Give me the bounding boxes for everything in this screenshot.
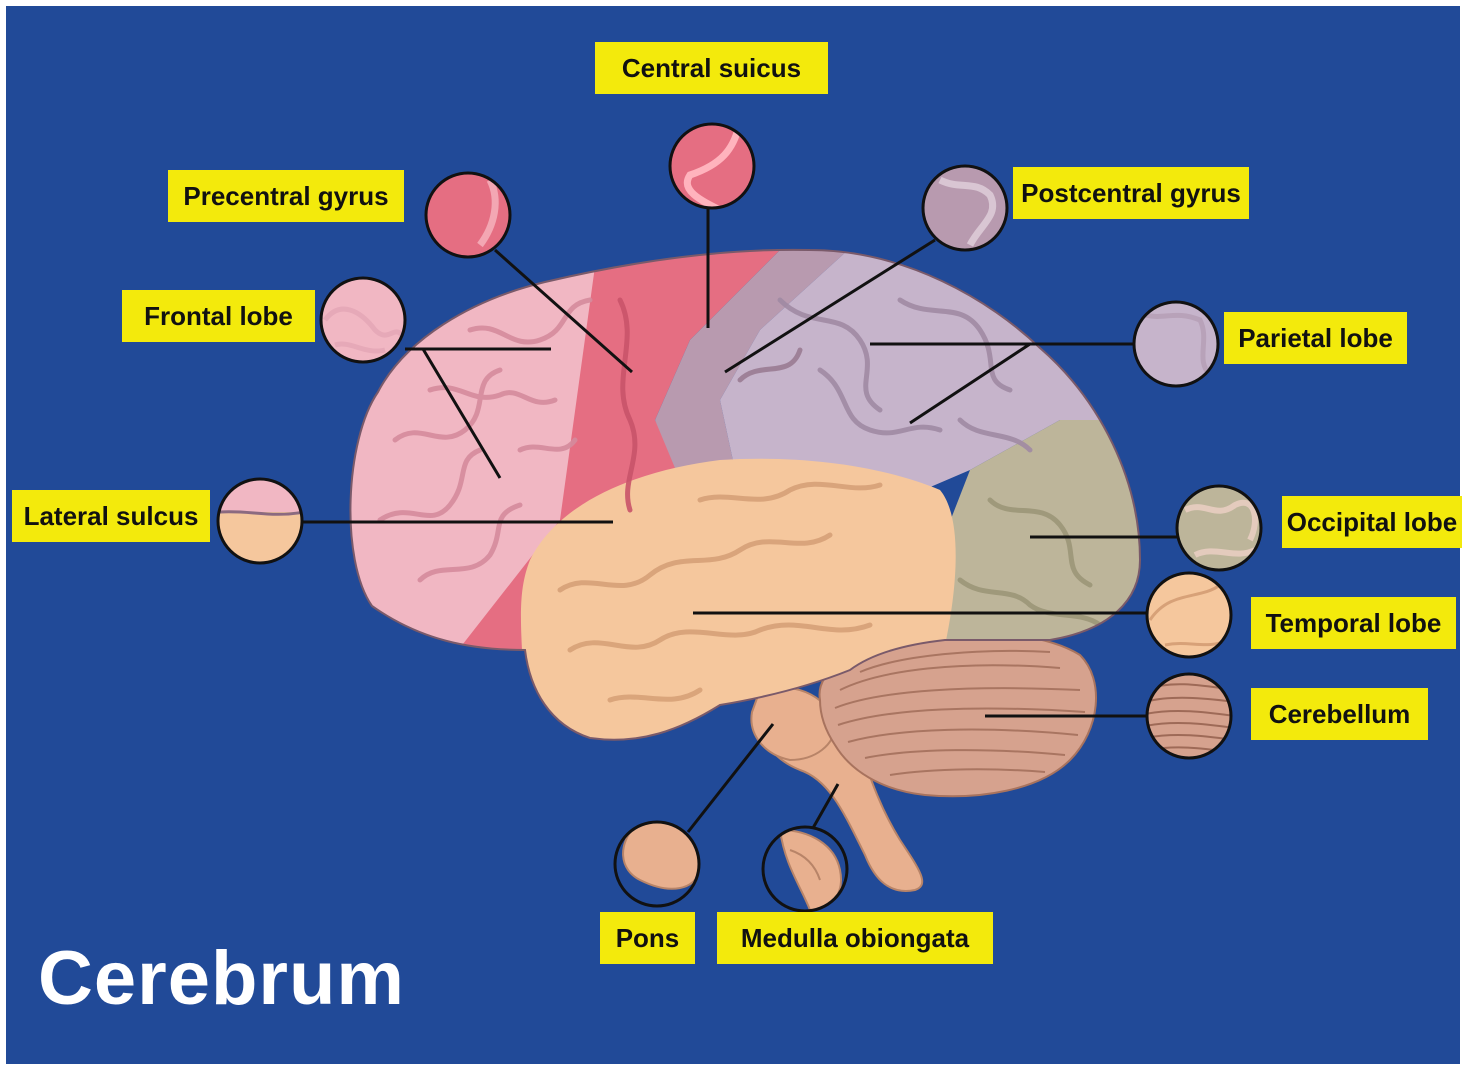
temporal-region bbox=[520, 458, 956, 740]
cerebrum bbox=[350, 249, 1140, 740]
magnifier-medulla-oblongata bbox=[761, 825, 849, 913]
label-frontal-lobe: Frontal lobe bbox=[122, 290, 315, 342]
label-pons: Pons bbox=[600, 912, 695, 964]
leader-pons bbox=[686, 723, 775, 833]
label-occipital-lobe: Occipital lobe bbox=[1282, 496, 1462, 548]
magnifier-frontal-lobe bbox=[319, 276, 407, 364]
label-parietal-lobe: Parietal lobe bbox=[1224, 312, 1407, 364]
postcentral-region bbox=[655, 249, 870, 480]
brainstem bbox=[750, 686, 924, 892]
label-medulla-oblongata: Medulla obiongata bbox=[717, 912, 993, 964]
label-postcentral-gyrus: Postcentral gyrus bbox=[1013, 167, 1249, 219]
leader-parietal-lobe-b bbox=[909, 342, 1031, 425]
label-cerebellum: Cerebellum bbox=[1251, 688, 1428, 740]
leader-postcentral-gyrus bbox=[724, 238, 936, 374]
magnifier-cerebellum bbox=[1145, 672, 1233, 760]
diagram-title: Cerebrum bbox=[38, 936, 405, 1021]
magnifier-precentral-gyrus bbox=[424, 171, 512, 259]
label-precentral-gyrus: Precentral gyrus bbox=[168, 170, 404, 222]
magnifier-pons bbox=[613, 820, 701, 908]
cerebrum-outline bbox=[349, 248, 1142, 741]
leader-precentral-gyrus bbox=[494, 248, 633, 374]
label-temporal-lobe: Temporal lobe bbox=[1251, 597, 1456, 649]
leader-lines bbox=[302, 208, 1178, 833]
magnifier-central-sulcus bbox=[668, 122, 756, 210]
magnifier-postcentral-gyrus bbox=[921, 164, 1009, 252]
leader-frontal-lobe bbox=[405, 347, 551, 479]
label-lateral-sulcus: Lateral sulcus bbox=[12, 490, 210, 542]
precentral-region bbox=[380, 249, 800, 740]
magnifier-occipital-lobe bbox=[1175, 484, 1263, 572]
magnifier-temporal-lobe bbox=[1145, 571, 1233, 659]
label-central-sulcus: Central suicus bbox=[595, 42, 828, 94]
magnifier-parietal-lobe bbox=[1132, 300, 1220, 388]
leader-medulla-oblongata bbox=[811, 783, 840, 829]
